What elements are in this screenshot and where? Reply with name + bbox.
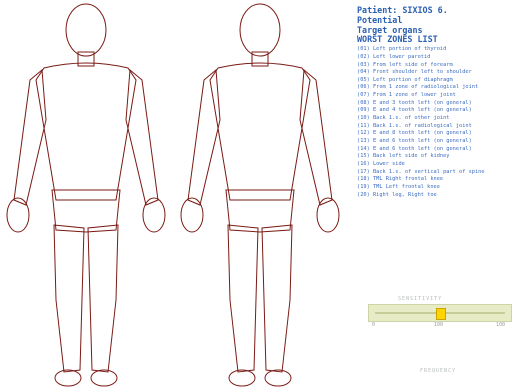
- zone-list-item[interactable]: (08) E and 3 tooth left (on general): [357, 100, 519, 108]
- zone-list-item[interactable]: (10) Back 1.s. of other joint: [357, 115, 519, 123]
- zone-list-item[interactable]: (02) Left lower parotid: [357, 54, 519, 62]
- zones-list: (01) Left portion of thyroid(02) Left lo…: [357, 46, 519, 199]
- zone-list-item[interactable]: (06) From 1 zone of radiological joint: [357, 84, 519, 92]
- slider-knob[interactable]: [436, 308, 446, 320]
- zone-list-item[interactable]: (11) Back 1.s. of radiological joint: [357, 123, 519, 131]
- zone-list-item[interactable]: (03) From left side of forearm: [357, 62, 519, 70]
- zone-list-item[interactable]: (19) TML Left frontal knee: [357, 184, 519, 192]
- zone-list-item[interactable]: (01) Left portion of thyroid: [357, 46, 519, 54]
- zone-list-item[interactable]: (14) E and 6 tooth left (on general): [357, 146, 519, 154]
- slider-tick-min: 0: [372, 322, 375, 328]
- zone-list-item[interactable]: (15) Back left side of kidney: [357, 153, 519, 161]
- zone-list-item[interactable]: (13) E and 6 tooth left (on general): [357, 138, 519, 146]
- zone-list-item[interactable]: (16) Lower side: [357, 161, 519, 169]
- zones-list-title: WORST ZONES LIST: [357, 35, 519, 45]
- zone-list-item[interactable]: (20) Right leg, Right toe: [357, 192, 519, 200]
- patient-info-panel: Patient: SIXIOS 6. Potential Target orga…: [357, 6, 519, 199]
- zone-list-item[interactable]: (04) Front shoulder left to shoulder: [357, 69, 519, 77]
- zone-list-item[interactable]: (18) TML Right frontal knee: [357, 176, 519, 184]
- zone-list-item[interactable]: (17) Back 1.s. of vertical part of spine: [357, 169, 519, 177]
- front-body-figure[interactable]: [0, 0, 200, 391]
- footer-caption: FREQUENCY: [420, 368, 456, 374]
- sensitivity-slider[interactable]: [368, 304, 512, 322]
- slider-tick-mid: 100: [434, 322, 443, 328]
- zone-list-item[interactable]: (12) E and 8 tooth left (on general): [357, 130, 519, 138]
- zone-list-item[interactable]: (05) Left portion of diaphragm: [357, 77, 519, 85]
- slider-caption: SENSITIVITY: [398, 296, 442, 302]
- back-body-figure[interactable]: [170, 0, 370, 391]
- slider-tick-max: 100: [496, 322, 505, 328]
- zone-list-item[interactable]: (07) From 1 zone of lower joint: [357, 92, 519, 100]
- zone-list-item[interactable]: (09) E and 4 tooth left (on general): [357, 107, 519, 115]
